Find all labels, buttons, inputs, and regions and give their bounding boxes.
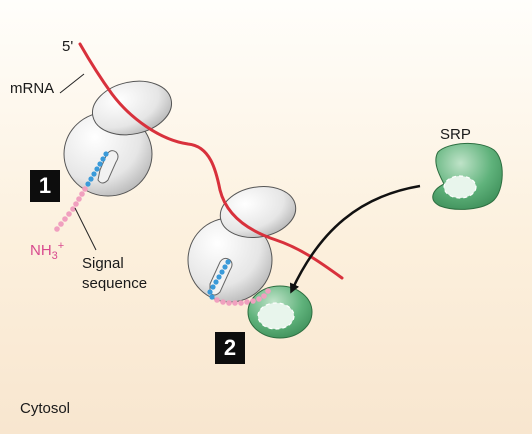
nh3-label: NH3+ — [30, 237, 64, 265]
signal-label-line1: Signal — [82, 255, 124, 272]
srp-bound-pocket — [257, 302, 295, 330]
ribosome-2 — [187, 186, 297, 303]
srp-free-body — [432, 143, 503, 210]
five-prime-label: 5' — [62, 38, 74, 55]
step-1-badge: 1 — [30, 170, 60, 202]
step-2-badge: 2 — [215, 332, 245, 364]
ribosome-2-small-subunit — [219, 186, 297, 238]
srp-free — [432, 143, 503, 210]
nh3-subscript: 3 — [51, 250, 58, 262]
signal-peptide-2 — [207, 259, 271, 306]
mrna-label: mRNA — [10, 80, 55, 97]
signal-peptide-1 — [54, 151, 109, 232]
srp-label: SRP — [440, 126, 471, 143]
mrna-strand — [78, 42, 344, 280]
signal-label-line2: sequence — [82, 275, 148, 292]
binding-arrow — [290, 184, 421, 294]
cytosol-label: Cytosol — [20, 400, 71, 417]
signal-label-line — [74, 207, 97, 251]
ribosome-1-exit-tunnel — [97, 150, 119, 184]
nh3-superscript: + — [57, 240, 65, 252]
signal-peptide-1-blue — [85, 151, 109, 187]
nh3-text: NH — [30, 242, 52, 259]
signal-peptide-2-pink — [214, 288, 271, 306]
signal-peptide-2-blue — [207, 259, 231, 300]
srp-bound — [247, 285, 313, 339]
signal-peptide-1-pink — [54, 186, 88, 232]
mrna-label-line — [59, 73, 85, 94]
srp-free-pocket — [443, 175, 477, 199]
